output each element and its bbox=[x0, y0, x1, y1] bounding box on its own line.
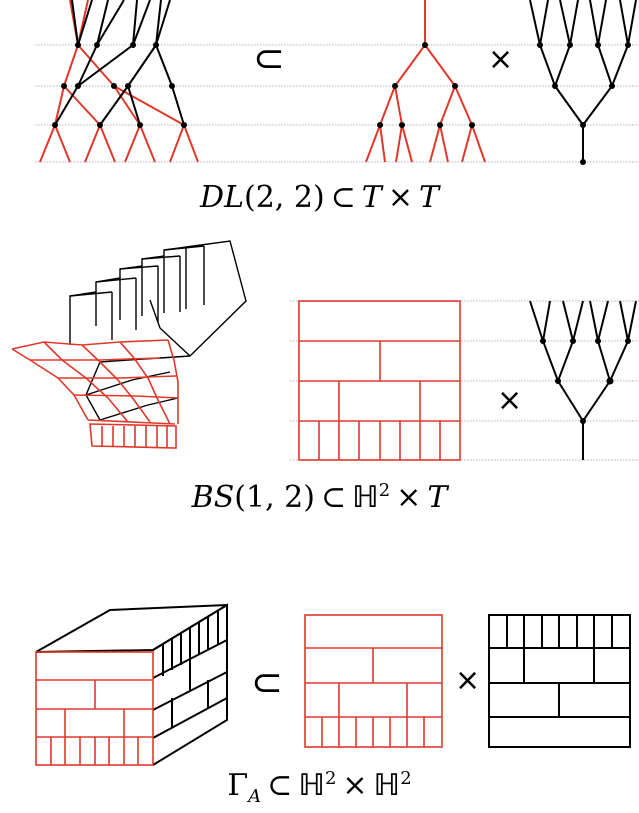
times-symbol-row3: × bbox=[455, 663, 481, 698]
black-tree-row2 bbox=[529, 300, 637, 460]
group-args: (1, 2) bbox=[234, 480, 315, 515]
caption-row1: DL(2, 2)⊂T×T bbox=[0, 180, 639, 215]
subset-operator: ⊂ bbox=[320, 480, 347, 515]
hyperbolic-plane-tiling-row2 bbox=[298, 300, 461, 461]
space-a-exponent: 2 bbox=[378, 480, 391, 501]
times-symbol-row1: × bbox=[488, 42, 514, 77]
sol-3d-box bbox=[35, 603, 228, 766]
caption-row3: ΓA⊂ℍ2×ℍ2 bbox=[0, 768, 639, 807]
group-name: Γ bbox=[227, 768, 249, 803]
space-b: T bbox=[418, 180, 439, 215]
space-b: T bbox=[427, 480, 448, 515]
space-b-exponent: 2 bbox=[400, 768, 412, 789]
times-operator: × bbox=[387, 180, 413, 215]
times-symbol-row2: × bbox=[497, 383, 523, 418]
group-args: (2, 2) bbox=[244, 180, 325, 215]
hyperbolic-plane-tiling-row3-black bbox=[488, 614, 631, 748]
hyperbolic-plane-tiling-row3-red bbox=[304, 614, 443, 748]
space-a-exponent: 2 bbox=[324, 768, 337, 789]
black-tree-row1 bbox=[529, 0, 637, 165]
subset-operator: ⊂ bbox=[267, 768, 293, 803]
subset-operator: ⊂ bbox=[330, 180, 356, 215]
caption-row2: BS(1, 2)⊂ℍ2×T bbox=[0, 480, 639, 515]
subset-symbol-row1: ⊂ bbox=[253, 36, 285, 80]
times-operator: × bbox=[396, 480, 422, 515]
space-b: ℍ bbox=[373, 768, 401, 803]
group-name: DL bbox=[200, 180, 244, 215]
red-tree bbox=[365, 0, 486, 163]
space-a: T bbox=[361, 180, 382, 215]
group-subscript: A bbox=[248, 786, 262, 807]
space-a: ℍ bbox=[352, 480, 379, 515]
space-a: ℍ bbox=[298, 768, 325, 803]
subset-symbol-row3: ⊂ bbox=[251, 660, 283, 704]
times-operator: × bbox=[342, 768, 368, 803]
bs-3d-sketch bbox=[11, 240, 247, 449]
diestel-leader-graph bbox=[39, 0, 199, 163]
group-name: BS bbox=[191, 480, 235, 515]
